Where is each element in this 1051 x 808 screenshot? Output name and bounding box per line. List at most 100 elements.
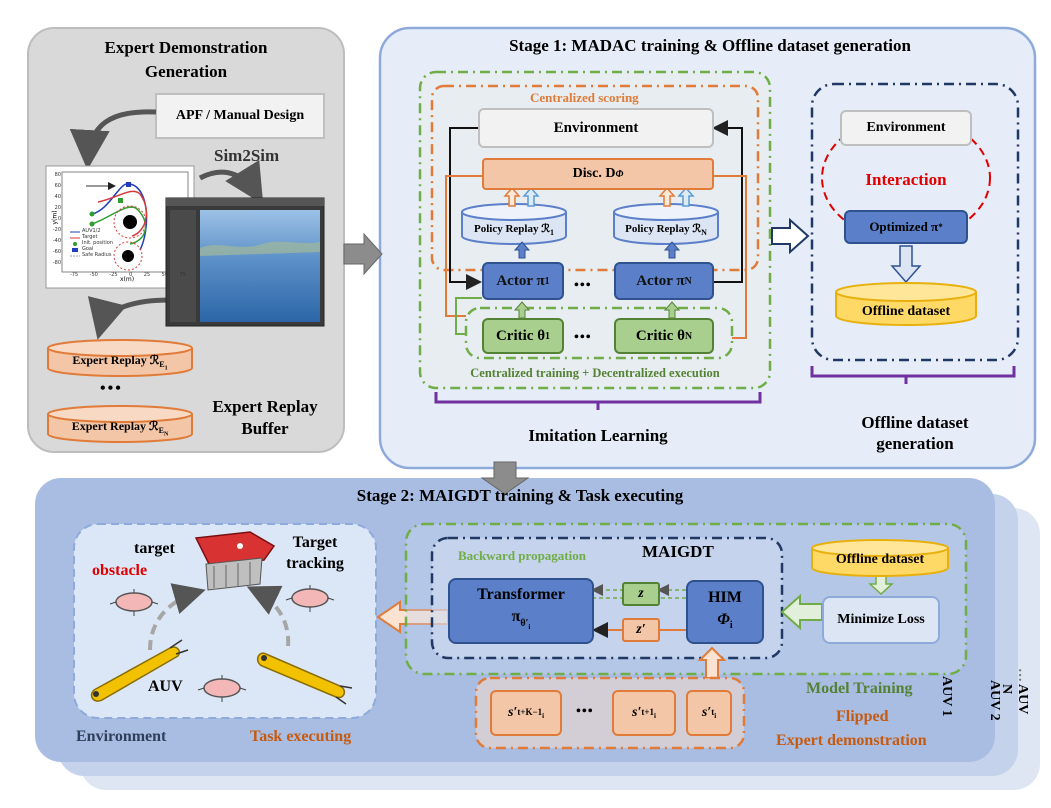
centralized-scoring-label: Centralized scoring	[530, 90, 639, 105]
expert-demonstration-label: Expert demonstration	[776, 732, 927, 749]
plot-ytick: -80	[52, 260, 61, 266]
stage2-offline-dataset-label: Offline dataset	[835, 552, 925, 567]
criticn-to-actor-arrow	[663, 301, 681, 319]
zprime-box: z′	[622, 618, 660, 642]
plot-ytick: 20	[54, 205, 61, 211]
offline-dataset-cylinder	[835, 282, 977, 326]
plot-yticks: 80 60 40 20 0 -20 -40 -60 -80	[49, 170, 61, 269]
plot-ytick: -60	[52, 249, 61, 255]
plot-ytick: -40	[52, 238, 61, 244]
critic-n-label: Critic θ	[635, 327, 685, 344]
plot-xtick: 50	[161, 272, 169, 278]
optimized-label: Optimized π	[869, 219, 939, 234]
state-2-symbol: s′	[632, 705, 642, 720]
expert-replay-n-sub: E	[158, 426, 164, 436]
plot-ytick: 0	[57, 216, 61, 222]
critic-1-label: Critic θ	[495, 327, 546, 344]
offline-generation-label: Offline dataset generation	[861, 413, 969, 453]
him-label: HIM	[708, 588, 742, 606]
expert-replay-1-text: Expert Replay ℛ	[72, 353, 160, 367]
loss-to-him-arrow	[780, 593, 823, 631]
offline-generation-frame	[810, 82, 1020, 362]
plot-xtick: -75	[70, 272, 79, 278]
transformer-box: Transformer πθ′i	[448, 578, 594, 644]
stage2-environment-label: Environment	[76, 728, 167, 745]
plot-xticks: -75 -50 -25 0 25 50 75	[70, 272, 186, 278]
critic-green-line	[455, 297, 482, 335]
interaction-label: Interaction	[865, 170, 947, 189]
state-box-1: s′t+K−1i	[490, 690, 562, 736]
plot-xtick: 25	[143, 272, 151, 278]
env-to-actor1-line	[449, 127, 482, 290]
task-executing-label: Task executing	[250, 728, 352, 745]
plot-legend-item: Goal	[82, 246, 94, 252]
critic1-to-actor-arrow	[513, 301, 531, 319]
critic-dots: •••	[574, 330, 592, 345]
state-2-sub: t+1	[641, 706, 655, 717]
dataset-to-loss-arrow	[868, 575, 894, 596]
stage1-to-stage2-arrow	[480, 461, 530, 495]
ctde-label: Centralized training + Decentralized exe…	[470, 366, 720, 380]
expert-replay-cylinder-n	[47, 405, 193, 443]
expert-replay-1-label: Expert Replay ℛE1	[52, 353, 188, 372]
obstacle-disc-3	[197, 675, 247, 702]
imitation-brace	[434, 392, 762, 410]
target-tracking-label: Target tracking	[286, 534, 344, 572]
target-label: target	[134, 540, 175, 557]
actor-1-sub: 1	[544, 275, 550, 287]
state-dots: •••	[576, 704, 594, 719]
expert-replay-1-sub: E	[159, 360, 165, 370]
disc-label: Disc. D	[572, 166, 616, 181]
sim-to-replay-arrow	[87, 296, 171, 340]
state-3-sub: t	[711, 706, 715, 717]
policy-replay-1-text: Policy Replay ℛ	[474, 223, 550, 235]
plot-legend-item: AUV1/2	[82, 228, 101, 234]
sim2sim-arrow	[198, 159, 264, 205]
plot-xtick: -25	[109, 272, 118, 278]
actorn-to-env-line	[712, 120, 743, 283]
minimize-loss-box: Minimize Loss	[822, 596, 940, 644]
plot-ytick: 80	[54, 172, 61, 178]
auv-to-target-path	[246, 585, 291, 647]
transformer-subsub: i	[528, 622, 531, 631]
actor-dots: •••	[574, 278, 592, 293]
expert-replay-n-label: Expert Replay ℛEN	[52, 419, 188, 438]
obstacle-label: obstacle	[92, 562, 148, 579]
actor-n-label: Actor π	[636, 272, 685, 289]
expert-replay-dots: •••	[100, 380, 123, 397]
him-box: HIM Φi	[686, 580, 764, 644]
apf-to-plot-arrow	[69, 109, 157, 170]
critic-n-sub: N	[684, 330, 693, 342]
obstacle-disc-1	[109, 589, 159, 616]
state-1-subsub: i	[542, 711, 545, 720]
stage1-title: Stage 1: MADAC training & Offline datase…	[509, 36, 911, 55]
plot-ytick: 60	[54, 183, 61, 189]
auv-vehicle-2	[256, 652, 353, 705]
simulator-screenshot	[165, 197, 325, 327]
expert-replay-cylinder-1	[47, 339, 193, 377]
actor-1-label: Actor π	[496, 272, 545, 289]
obstacle-disc-2	[285, 585, 335, 612]
stage1-environment-box: Environment	[478, 108, 714, 148]
auv-to-obstacle-path	[148, 583, 206, 651]
maigdt-label: MAIGDT	[642, 542, 714, 561]
policy-replay-1-label: Policy Replay ℛ1	[462, 222, 566, 237]
flipped-label: Flipped	[836, 708, 889, 725]
plot-legend: AUV1/2 Target Init. position Goal Safe R…	[82, 228, 113, 258]
disc-input-arrows	[503, 186, 695, 207]
apf-label: APF / Manual Design	[175, 108, 305, 123]
actor1-to-policy-arrow	[513, 241, 531, 259]
optimized-to-dataset-arrow	[890, 245, 922, 284]
stage2-title: Stage 2: MAIGDT training & Task executin…	[356, 486, 684, 505]
expert-replay-n-text: Expert Replay ℛ	[71, 419, 159, 433]
actor-n-sub: N	[684, 275, 692, 287]
state-2-subsub: i	[654, 711, 656, 720]
state-box-2: s′t+1i	[612, 690, 676, 736]
centralized-scoring-frame	[430, 84, 760, 272]
states-to-him-arrow	[697, 646, 727, 679]
disc-orange-line-right	[714, 175, 747, 339]
disc-sub: Φ	[615, 168, 624, 180]
